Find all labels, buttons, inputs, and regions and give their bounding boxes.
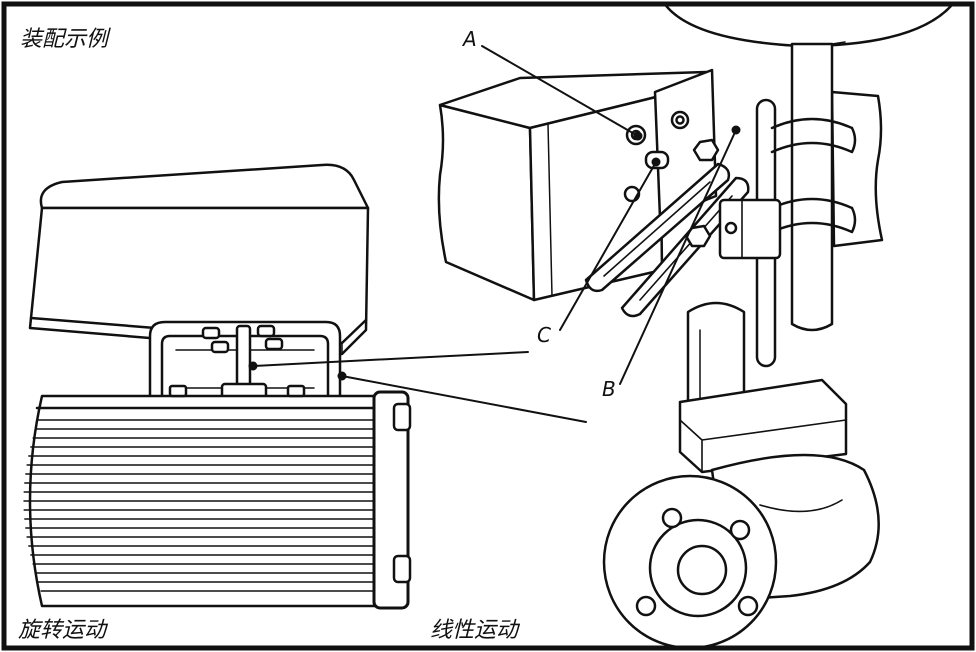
linear-positioner-seam (547, 123, 553, 297)
rotary-bracket (148, 320, 342, 402)
caption-linear: 线性运动 (430, 618, 521, 643)
bracket-screw (264, 337, 284, 351)
rod-clamp-block (718, 198, 782, 260)
rotary-actuator (23, 384, 412, 610)
valve-bore (676, 544, 728, 596)
label-c: C (537, 323, 551, 347)
slotted-lever-slot (603, 181, 711, 277)
rod-clamp-screw (724, 221, 738, 235)
lever-nut (692, 138, 720, 162)
flange-bolt-hole (661, 507, 683, 529)
valve-assembly (602, 301, 880, 646)
lever-nut (684, 224, 712, 248)
mounting-screw-head (675, 115, 685, 125)
rotary-shaft (235, 324, 252, 394)
rotary-positioner-top-face (39, 163, 370, 210)
leader-dot-b (731, 125, 741, 135)
leader-line-b (619, 129, 737, 385)
yoke-right-plate (830, 90, 884, 248)
valve-body-seam (759, 499, 843, 513)
leader-dot-bracket (337, 371, 347, 381)
leader-lines (248, 45, 741, 423)
rotary-actuator-end-knob (392, 554, 412, 584)
bracket-screw (256, 324, 276, 338)
caption-rotary: 旋转运动 (18, 618, 109, 643)
leader-line-shaft (252, 351, 529, 367)
rotary-positioner-front-face (28, 206, 370, 356)
bracket-screw (201, 326, 221, 340)
rotary-actuator-fins (23, 419, 377, 592)
rotary-actuator-end-cap (372, 390, 410, 610)
label-b: B (602, 377, 616, 401)
valve-base-plate (678, 378, 848, 474)
rotary-actuator-mount-pad (286, 384, 306, 398)
leader-line-a (481, 45, 639, 137)
slotted-lever-lower-slot (639, 195, 733, 301)
rotary-positioner (28, 163, 370, 356)
rotary-actuator-end-knob (392, 402, 412, 432)
flange-bolt-hole (635, 595, 657, 617)
flange-bolt-hole (729, 519, 751, 541)
leader-dot-shaft (248, 361, 258, 371)
label-a: A (461, 27, 477, 51)
valve-base-plate-edge (679, 419, 847, 473)
flange-bolt-hole (737, 595, 759, 617)
leader-dot-a (633, 131, 643, 141)
leader-line-c (559, 161, 657, 331)
figure-title: 装配示例 (20, 27, 111, 52)
yoke-column (790, 42, 834, 332)
slotted-lever (584, 162, 731, 293)
rotary-actuator-mount-pad (168, 384, 188, 398)
column-clamp-band (770, 117, 857, 154)
leader-dot-c (651, 157, 661, 167)
bracket-screw (210, 340, 230, 354)
leader-line-bracket (341, 375, 587, 423)
linear-positioner-left-face (437, 103, 536, 302)
